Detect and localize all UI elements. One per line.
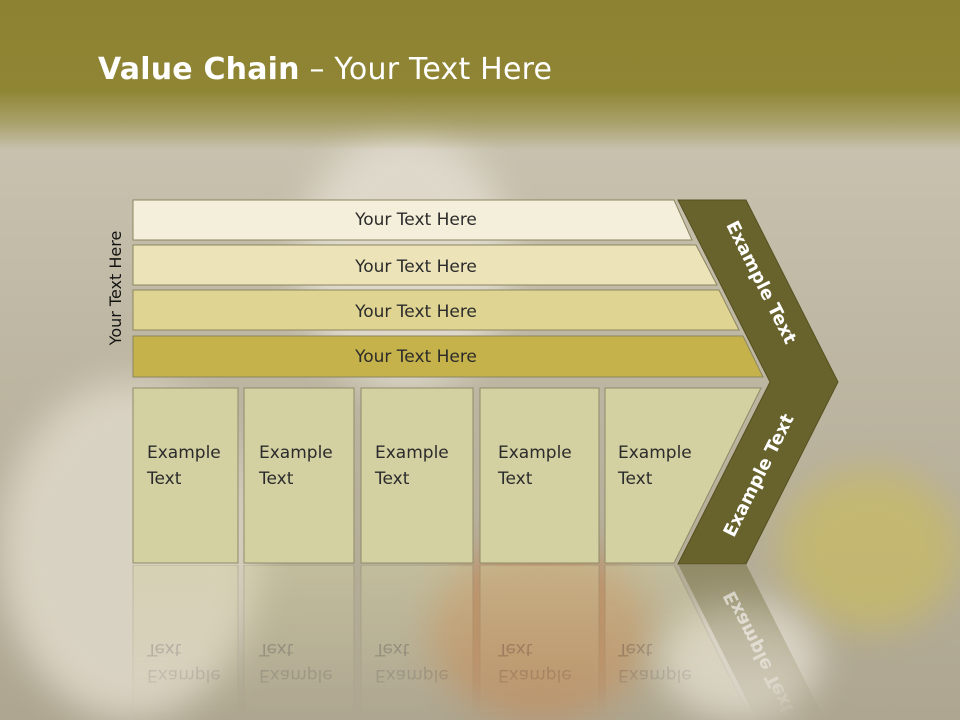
reflection-box-label-1b: Text bbox=[146, 639, 182, 659]
reflection-box-label-4b: Text bbox=[497, 639, 533, 659]
box-label-1b: Text bbox=[146, 469, 182, 489]
chevron-arrow bbox=[677, 199, 839, 565]
box-label-4b: Text bbox=[497, 469, 533, 489]
row-label-1: Your Text Here bbox=[354, 210, 477, 230]
diagram-main: Your Text Here Your Text Here Your Text … bbox=[106, 199, 839, 565]
reflection-activity-box-4 bbox=[479, 564, 600, 720]
box-label-3a: Example bbox=[375, 443, 449, 463]
box-label-4a: Example bbox=[498, 443, 572, 463]
box-label-1a: Example bbox=[147, 443, 221, 463]
box-label-3b: Text bbox=[374, 469, 410, 489]
activity-box-5 bbox=[604, 387, 762, 564]
reflection-box-label-5a: Example bbox=[618, 665, 692, 685]
activity-box-4 bbox=[479, 387, 600, 564]
reflection-chevron bbox=[678, 564, 825, 720]
reflection-activity-box-2 bbox=[243, 564, 355, 720]
title-rest: – Your Text Here bbox=[299, 52, 553, 87]
reflection-box-label-2b: Text bbox=[258, 639, 294, 659]
row-bar-4 bbox=[132, 335, 764, 378]
box-label-2b: Text bbox=[258, 469, 294, 489]
reflection-activity-box-1 bbox=[132, 564, 239, 720]
reflection-box-label-4a: Example bbox=[498, 665, 572, 685]
row-label-4: Your Text Here bbox=[354, 347, 477, 367]
title-bar bbox=[0, 0, 960, 150]
box-label-5b: Text bbox=[617, 469, 653, 489]
row-label-3: Your Text Here bbox=[354, 302, 477, 322]
reflection-box-label-3a: Example bbox=[375, 665, 449, 685]
title-bold: Value Chain bbox=[98, 52, 300, 87]
activity-box-1 bbox=[132, 387, 239, 564]
reflection-box-label-3b: Text bbox=[374, 639, 410, 659]
activity-box-3 bbox=[360, 387, 474, 564]
row-bar-3 bbox=[132, 289, 740, 331]
box-label-2a: Example bbox=[259, 443, 333, 463]
slide-title: Value Chain – Your Text Here bbox=[98, 52, 552, 87]
reflection-activity-box-3 bbox=[360, 564, 474, 720]
reflection-box-label-5b: Text bbox=[617, 639, 653, 659]
reflection-box-label-1a: Example bbox=[147, 665, 221, 685]
reflection-box-label-2a: Example bbox=[259, 665, 333, 685]
side-label: Your Text Here bbox=[106, 231, 125, 347]
row-bar-2 bbox=[132, 244, 718, 286]
box-label-5a: Example bbox=[618, 443, 692, 463]
reflection-activity-box-5 bbox=[604, 564, 752, 720]
activity-box-2 bbox=[243, 387, 355, 564]
row-label-2: Your Text Here bbox=[354, 257, 477, 277]
row-bar-1 bbox=[132, 199, 693, 241]
